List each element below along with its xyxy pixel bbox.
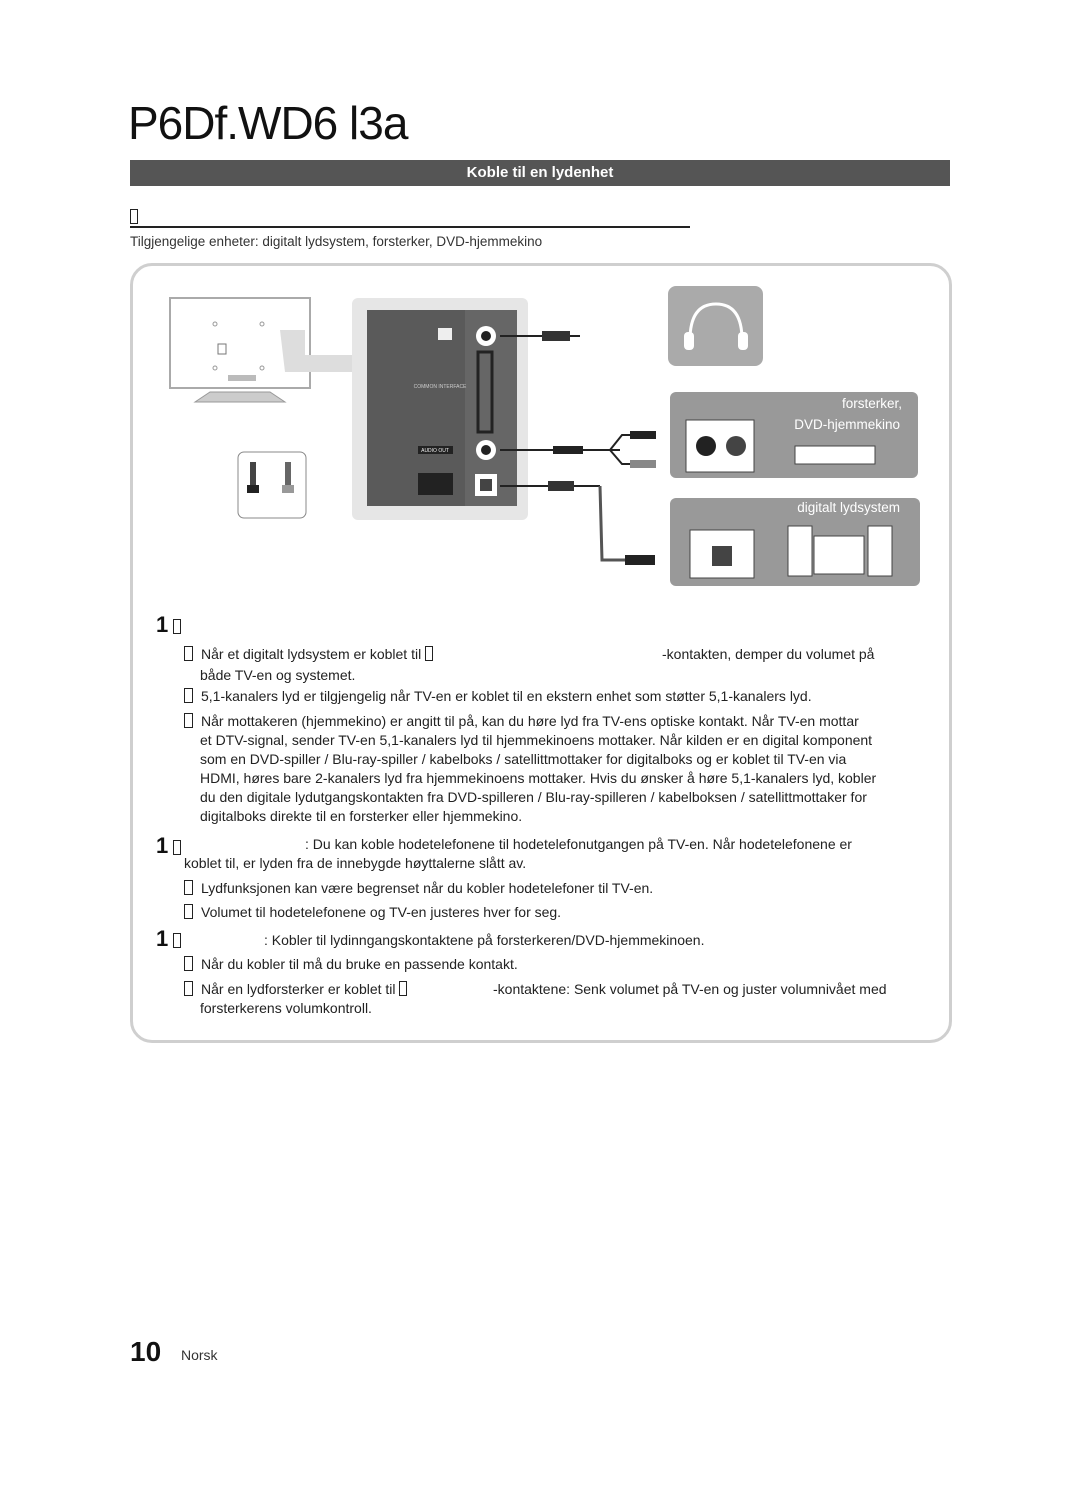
subheading-glyph [130, 209, 138, 227]
connection-diagram: COMMON INTERFACE AUDIO OUT forsterker, D… [169, 286, 920, 586]
page-number: 10 [130, 1336, 162, 1367]
note-1-bullet-3: Når mottakeren (hjemmekino) er angitt ti… [184, 712, 859, 731]
note-2-line-2: koblet til, er lyden fra de innebygde hø… [184, 855, 527, 871]
note-1-bullet-2: 5,1-kanalers lyd er tilgjengelig når TV-… [184, 687, 812, 706]
note-3-number: 1 [156, 926, 181, 952]
intro-text: Tilgjengelige enheter: digitalt lydsyste… [130, 234, 543, 249]
note-1-bullet-3-l3: som en DVD-spiller / Blu-ray-spiller / k… [200, 751, 847, 767]
note-1-bullet-3-l5: du den digitale lydutgangskontakten fra … [200, 789, 867, 805]
note-1-bullet-3-l2: et DTV-signal, sender TV-en 5,1-kanalers… [200, 732, 873, 748]
content-panel [130, 263, 952, 1043]
note-1-bullet-1: Når et digitalt lydsystem er koblet til [184, 645, 434, 664]
note-1-bullet-3-l4: HDMI, høres bare 2-kanalers lyd fra hjem… [200, 770, 877, 786]
note-2-bullet-2: Volumet til hodetelefonene og TV-en just… [184, 903, 561, 922]
note-2-bullet-1: Lydfunksjonen kan være begrenset når du … [184, 879, 653, 898]
note-3-bullet-2: Når en lydforsterker er koblet til [184, 980, 408, 999]
rca-plug-icon [237, 451, 307, 519]
amp-label-line1: forsterker, [842, 396, 902, 411]
section-header: Koble til en lydenhet [130, 160, 950, 186]
digital-system-label: digitalt lydsystem [797, 500, 900, 515]
note-1-bullet-1-tail: både TV-en og systemet. [200, 667, 356, 683]
amp-label-line2: DVD-hjemmekino [794, 417, 900, 432]
note-3-line-1: : Kobler til lydinngangskontaktene på fo… [264, 932, 705, 948]
note-3-bullet-2-tail: forsterkerens volumkontroll. [200, 1000, 372, 1016]
note-1-bullet-3-l6: digitalboks direkte til en forsterker el… [200, 808, 523, 824]
note-2-number: 1 [156, 833, 181, 859]
footer-language: Norsk [181, 1347, 218, 1363]
note-3-bullet-1: Når du kobler til må du bruke en passend… [184, 955, 518, 974]
note-2-line-1: : Du kan koble hodetelefonene til hodete… [305, 836, 852, 852]
note-1-number: 1 [156, 612, 181, 638]
subheading-rule [130, 226, 690, 228]
note-3-bullet-2-cont: -kontaktene: Senk volumet på TV-en og ju… [493, 981, 887, 997]
tv-back-illustration [169, 297, 365, 403]
page-title: P6Df.WD6 l3a [128, 97, 408, 149]
common-interface-label: COMMON INTERFACE [414, 384, 467, 390]
note-1-bullet-1-cont: -kontakten, demper du volumet på [662, 646, 875, 662]
audio-out-label: AUDIO OUT [421, 448, 449, 454]
